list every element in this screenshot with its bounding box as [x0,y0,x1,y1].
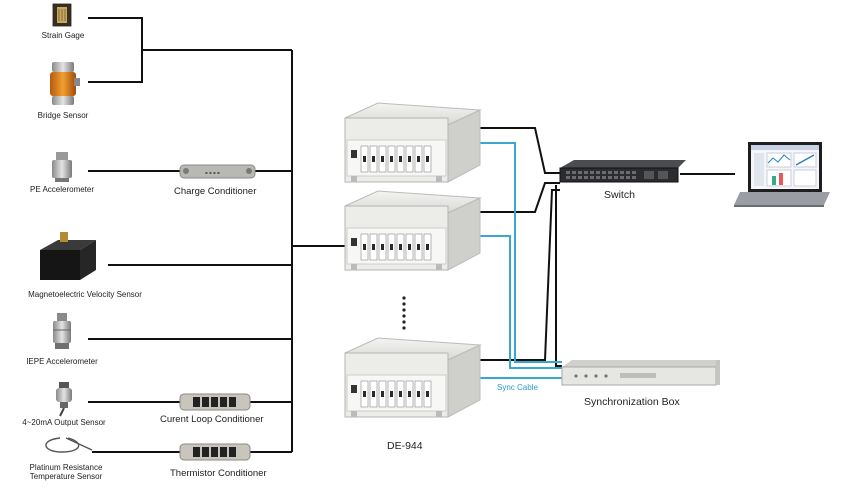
wiring [88,17,735,453]
network-switch-icon [559,160,686,183]
thermistor-conditioner-icon [179,443,251,461]
rtd-label-line2: Temperature Sensor [29,472,103,481]
switch-label: Switch [604,189,635,201]
bridge-sensor-icon [50,62,80,105]
current-sensor-label: 4~20mA Output Sensor [22,418,106,427]
pe-accelerometer-label: PE Accelerometer [29,185,95,194]
current-loop-conditioner-icon [179,393,251,411]
laptop-icon [734,142,830,207]
strain-gage-icon [52,3,72,27]
daq-chassis-icon [344,337,481,418]
svg-text:▪ ▪ ▪ ▪: ▪ ▪ ▪ ▪ [205,170,220,175]
daq-label: DE-944 [387,440,423,452]
ellipsis-dots [402,296,406,330]
synchronization-box-icon [561,360,720,386]
daq-chassis-icon [344,190,481,271]
pe-accelerometer-icon [52,152,72,182]
thermistor-conditioner-label: Thermistor Conditioner [170,468,267,479]
sync-box-label: Synchronization Box [584,396,680,408]
velocity-sensor-label: Magnetoelectric Velocity Sensor [28,290,142,299]
bridge-sensor-label: Bridge Sensor [37,111,89,120]
pressure-transmitter-icon [56,382,72,417]
charge-conditioner-label: Charge Conditioner [174,186,257,197]
iepe-accelerometer-icon [53,313,71,349]
rtd-label-line1: Platinum Resistance [29,463,103,472]
current-loop-conditioner-label: Curent Loop Conditioner [160,414,264,425]
strain-gage-label: Strain Gage [41,31,85,40]
iepe-accelerometer-label: IEPE Accelerometer [26,357,98,366]
sync-cables [478,142,562,379]
daq-chassis-icon [344,102,482,183]
sync-cable-label: Sync Cable [497,383,538,392]
velocity-sensor-icon [40,232,96,280]
rtd-probe-icon [45,437,93,453]
charge-conditioner-icon: ▪ ▪ ▪ ▪ [179,164,256,179]
